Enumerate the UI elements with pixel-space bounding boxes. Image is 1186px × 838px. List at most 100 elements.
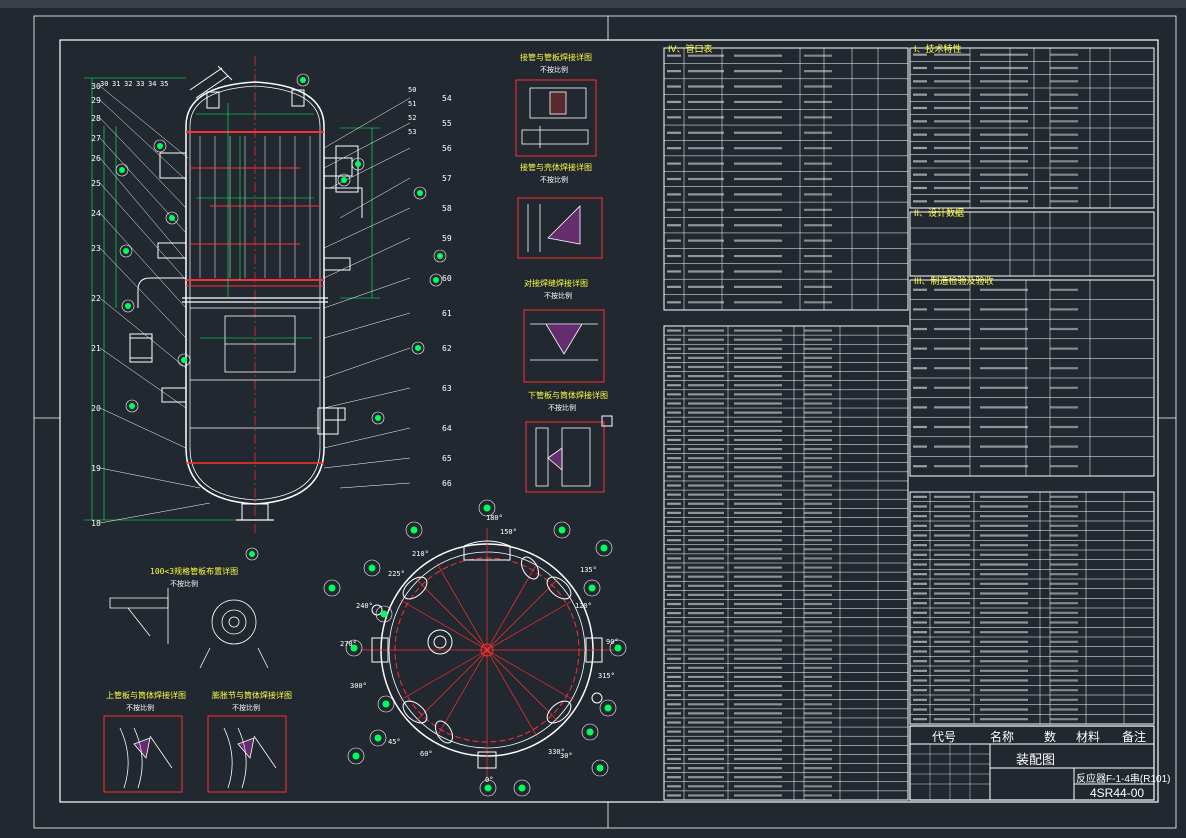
part-balloon: 30 bbox=[91, 82, 101, 91]
part-balloon: 29 bbox=[91, 96, 101, 105]
nozzle-marker bbox=[513, 779, 531, 797]
part-number: 33 bbox=[136, 80, 144, 88]
nozzle-marker bbox=[609, 639, 627, 657]
angle-labels: 0°30°45°60°90°120°135°150°180°210°225°24… bbox=[340, 514, 619, 784]
svg-text:不按比例: 不按比例 bbox=[126, 703, 154, 712]
header-material: 材料 bbox=[1076, 730, 1101, 744]
svg-text:接管与壳体焊接详图: 接管与壳体焊接详图 bbox=[520, 162, 592, 172]
header-name: 名称 bbox=[990, 730, 1015, 744]
section-tech-specs: I、技术特性 bbox=[914, 44, 962, 54]
manufacturing-table bbox=[909, 279, 1155, 477]
nozzle-marker bbox=[351, 157, 365, 171]
radial-line bbox=[486, 649, 558, 721]
section-nozzle-table: IV、管口表 bbox=[668, 44, 713, 54]
sheet-frame bbox=[33, 15, 1177, 829]
part-balloon: 18 bbox=[91, 519, 101, 528]
nozzle-marker bbox=[479, 779, 497, 797]
part-number: 35 bbox=[160, 80, 168, 88]
angle-label: 90° bbox=[606, 638, 619, 646]
window-top-strip bbox=[0, 0, 1186, 8]
part-number: 65 bbox=[442, 454, 452, 463]
nozzle-marker bbox=[115, 163, 129, 177]
angle-label: 225° bbox=[388, 570, 405, 578]
part-number: 66 bbox=[442, 479, 452, 488]
angle-label: 150° bbox=[500, 528, 517, 536]
svg-text:膨胀节与筒体焊接详图: 膨胀节与筒体焊接详图 bbox=[212, 690, 292, 700]
plan-nozzle-markers bbox=[323, 499, 627, 797]
angle-label: 300° bbox=[350, 682, 367, 690]
part-balloon: 21 bbox=[91, 344, 101, 353]
drawing-type: 装配图 bbox=[1016, 752, 1056, 767]
angle-label: 270° bbox=[340, 640, 357, 648]
svg-text:19: 19 bbox=[91, 464, 101, 473]
nozzle-marker bbox=[553, 521, 571, 539]
title-block bbox=[909, 725, 1155, 801]
nozzle-marker bbox=[433, 249, 447, 263]
svg-text:27: 27 bbox=[91, 134, 101, 143]
svg-text:不按比例: 不按比例 bbox=[544, 291, 572, 300]
svg-text:上管板与筒体焊接详图: 上管板与筒体焊接详图 bbox=[106, 690, 186, 700]
radial-line bbox=[436, 649, 488, 737]
svg-text:23: 23 bbox=[91, 244, 101, 253]
angle-label: 210° bbox=[412, 550, 429, 558]
angle-label: 180° bbox=[486, 514, 503, 522]
plan-view: 0°30°45°60°90°120°135°150°180°210°225°24… bbox=[323, 499, 627, 797]
part-balloon: 26 bbox=[91, 154, 101, 163]
nozzle-marker bbox=[478, 499, 496, 517]
part-balloon: 28 bbox=[91, 114, 101, 123]
radial-line bbox=[400, 599, 488, 651]
nozzle-marker bbox=[337, 173, 351, 187]
part-balloon: 20 bbox=[91, 404, 101, 413]
svg-text:24: 24 bbox=[91, 209, 101, 218]
part-number: 52 bbox=[408, 114, 416, 122]
detail-views: 接管与管板焊接详图不按比例接管与壳体焊接详图不按比例对接焊缝焊接详图不按比例下管… bbox=[103, 52, 613, 793]
part-balloon: 27 bbox=[91, 134, 101, 143]
angle-label: 135° bbox=[580, 566, 597, 574]
nozzle-marker bbox=[595, 539, 613, 557]
part-number: 60 bbox=[442, 274, 452, 283]
tech-spec-table bbox=[909, 47, 1155, 209]
nozzle-marker bbox=[371, 411, 385, 425]
part-number: 32 bbox=[124, 80, 132, 88]
part-balloon: 24 bbox=[91, 209, 101, 218]
radial-line bbox=[416, 579, 488, 651]
angle-label: 0° bbox=[485, 776, 493, 784]
part-number: 50 bbox=[408, 86, 416, 94]
svg-text:25: 25 bbox=[91, 179, 101, 188]
angle-label: 30° bbox=[560, 752, 573, 760]
svg-text:18: 18 bbox=[91, 519, 101, 528]
part-number: 63 bbox=[442, 384, 452, 393]
svg-text:对接焊缝焊接详图: 对接焊缝焊接详图 bbox=[524, 278, 588, 288]
svg-text:22: 22 bbox=[91, 294, 101, 303]
part-number: 62 bbox=[442, 344, 452, 353]
nozzle-marker bbox=[591, 759, 609, 777]
nozzle-marker bbox=[296, 73, 310, 87]
nozzle-marker bbox=[581, 723, 599, 741]
svg-text:30: 30 bbox=[91, 82, 101, 91]
radial-line bbox=[486, 649, 538, 737]
radial-line bbox=[436, 563, 488, 651]
nozzle-marker bbox=[411, 341, 425, 355]
part-balloon: 22 bbox=[91, 294, 101, 303]
nozzle-marker bbox=[323, 579, 341, 597]
part-number: 34 bbox=[148, 80, 156, 88]
part-number: 51 bbox=[408, 100, 416, 108]
svg-text:不按比例: 不按比例 bbox=[540, 175, 568, 184]
svg-text:20: 20 bbox=[91, 404, 101, 413]
nozzle-marker bbox=[375, 605, 393, 623]
drawing-number: 4SR44-00 bbox=[1090, 786, 1145, 800]
angle-label: 315° bbox=[598, 672, 615, 680]
nozzle-marker bbox=[125, 399, 139, 413]
part-balloon: 25 bbox=[91, 179, 101, 188]
svg-text:不按比例: 不按比例 bbox=[540, 65, 568, 74]
part-number: 59 bbox=[442, 234, 452, 243]
